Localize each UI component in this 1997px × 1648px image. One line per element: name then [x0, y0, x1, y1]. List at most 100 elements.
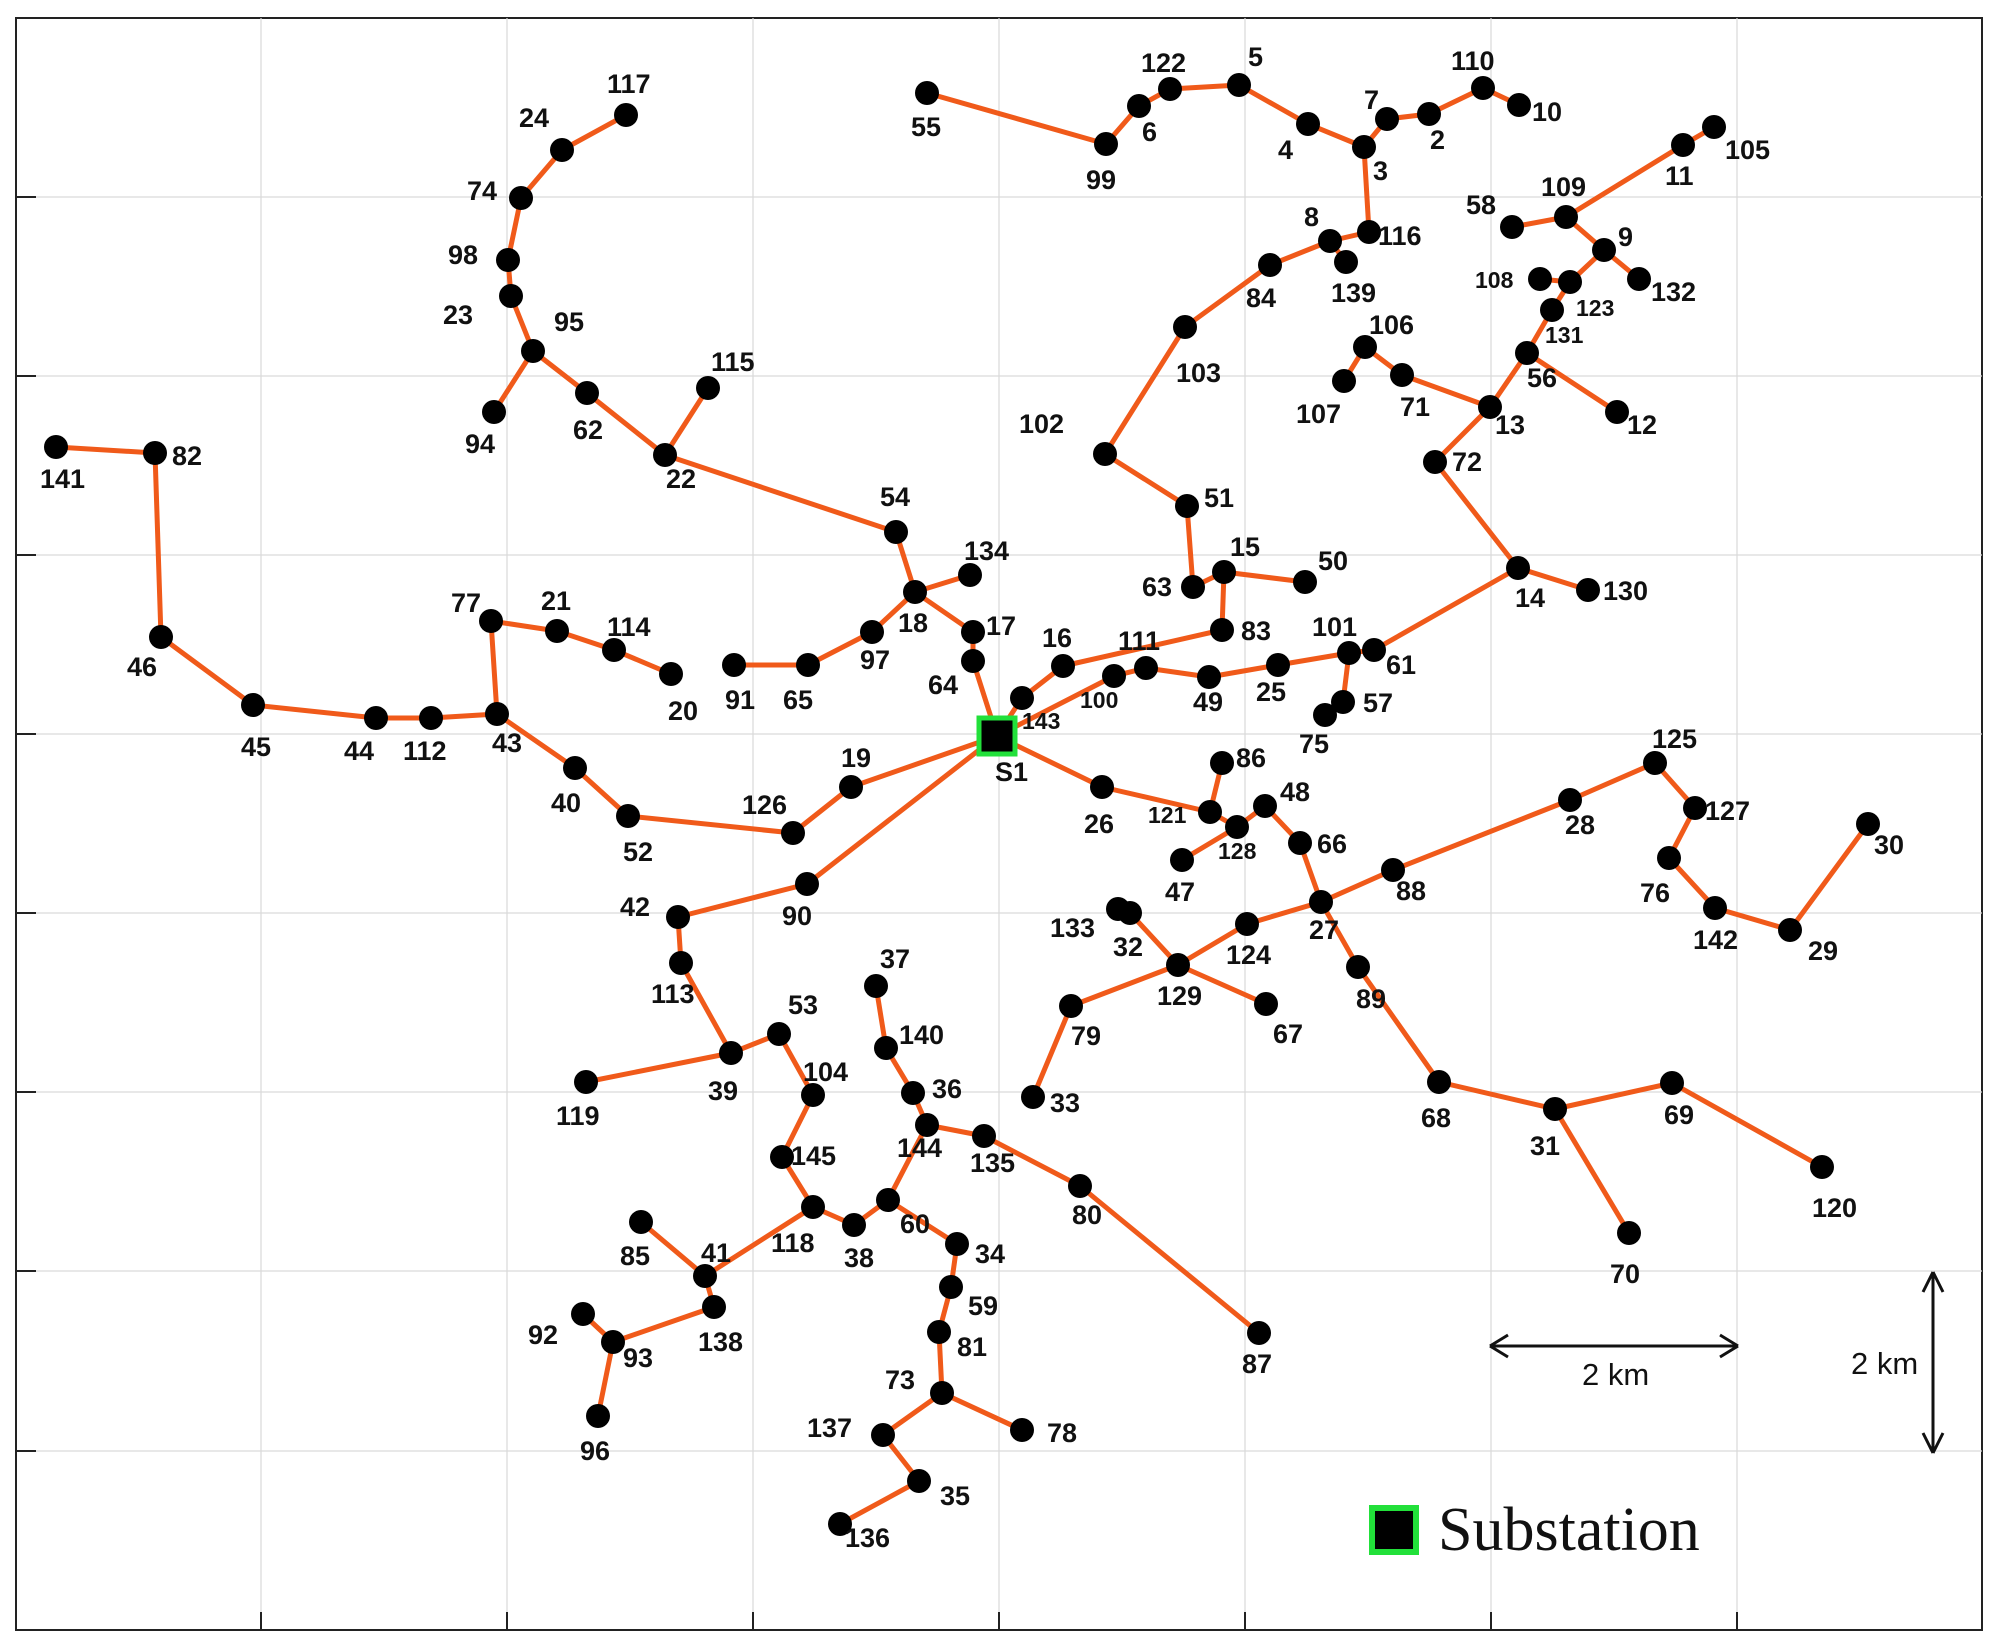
node-18[interactable] [903, 580, 927, 604]
node-36[interactable] [901, 1081, 925, 1105]
node-67[interactable] [1254, 992, 1278, 1016]
node-120[interactable] [1810, 1155, 1834, 1179]
node-127[interactable] [1683, 796, 1707, 820]
node-29[interactable] [1778, 918, 1802, 942]
node-81[interactable] [927, 1320, 951, 1344]
node-98[interactable] [496, 248, 520, 272]
node-51[interactable] [1175, 494, 1199, 518]
node-84[interactable] [1258, 253, 1282, 277]
node-102[interactable] [1093, 442, 1117, 466]
node-112[interactable] [419, 706, 443, 730]
node-4[interactable] [1296, 112, 1320, 136]
node-139[interactable] [1334, 250, 1358, 274]
node-46[interactable] [149, 625, 173, 649]
node-129[interactable] [1166, 953, 1190, 977]
node-22[interactable] [653, 443, 677, 467]
node-55[interactable] [915, 81, 939, 105]
node-80[interactable] [1068, 1174, 1092, 1198]
node-9[interactable] [1592, 238, 1616, 262]
node-35[interactable] [907, 1469, 931, 1493]
node-142[interactable] [1703, 896, 1727, 920]
node-13[interactable] [1478, 395, 1502, 419]
node-58[interactable] [1500, 215, 1524, 239]
node-5[interactable] [1227, 73, 1251, 97]
node-62[interactable] [575, 381, 599, 405]
node-91[interactable] [722, 653, 746, 677]
node-3[interactable] [1352, 135, 1376, 159]
node-104[interactable] [801, 1083, 825, 1107]
node-24[interactable] [550, 138, 574, 162]
node-96[interactable] [586, 1404, 610, 1428]
node-105[interactable] [1702, 115, 1726, 139]
node-10[interactable] [1507, 93, 1531, 117]
node-107[interactable] [1332, 369, 1356, 393]
node-72[interactable] [1423, 450, 1447, 474]
node-106[interactable] [1353, 335, 1377, 359]
node-119[interactable] [574, 1070, 598, 1094]
node-131[interactable] [1540, 298, 1564, 322]
node-6[interactable] [1127, 94, 1151, 118]
node-114[interactable] [602, 638, 626, 662]
node-53[interactable] [767, 1022, 791, 1046]
node-48[interactable] [1253, 794, 1277, 818]
node-7[interactable] [1375, 107, 1399, 131]
node-134[interactable] [958, 563, 982, 587]
node-71[interactable] [1390, 363, 1414, 387]
node-50[interactable] [1293, 570, 1317, 594]
substation-marker[interactable] [976, 715, 1018, 757]
node-90[interactable] [795, 872, 819, 896]
node-92[interactable] [571, 1302, 595, 1326]
node-130[interactable] [1576, 578, 1600, 602]
node-124[interactable] [1235, 912, 1259, 936]
node-100[interactable] [1102, 664, 1126, 688]
node-135[interactable] [972, 1124, 996, 1148]
node-21[interactable] [545, 619, 569, 643]
node-12[interactable] [1605, 400, 1629, 424]
node-56[interactable] [1515, 341, 1539, 365]
node-86[interactable] [1210, 751, 1234, 775]
node-42[interactable] [666, 905, 690, 929]
node-113[interactable] [669, 951, 693, 975]
node-95[interactable] [521, 339, 545, 363]
node-61[interactable] [1362, 638, 1386, 662]
node-33[interactable] [1021, 1085, 1045, 1109]
node-52[interactable] [616, 804, 640, 828]
node-38[interactable] [842, 1213, 866, 1237]
node-41[interactable] [693, 1264, 717, 1288]
node-44[interactable] [364, 706, 388, 730]
node-64[interactable] [961, 649, 985, 673]
node-83[interactable] [1210, 618, 1234, 642]
node-85[interactable] [629, 1210, 653, 1234]
node-99[interactable] [1094, 132, 1118, 156]
node-77[interactable] [479, 609, 503, 633]
node-49[interactable] [1197, 665, 1221, 689]
node-37[interactable] [864, 974, 888, 998]
node-132[interactable] [1627, 267, 1651, 291]
node-8[interactable] [1318, 229, 1342, 253]
node-68[interactable] [1427, 1070, 1451, 1094]
node-45[interactable] [241, 693, 265, 717]
node-110[interactable] [1471, 76, 1495, 100]
node-66[interactable] [1288, 831, 1312, 855]
node-28[interactable] [1558, 788, 1582, 812]
node-141[interactable] [44, 435, 68, 459]
node-43[interactable] [485, 702, 509, 726]
node-63[interactable] [1181, 575, 1205, 599]
node-94[interactable] [482, 400, 506, 424]
node-128[interactable] [1225, 815, 1249, 839]
node-26[interactable] [1090, 775, 1114, 799]
node-25[interactable] [1266, 653, 1290, 677]
node-15[interactable] [1212, 560, 1236, 584]
node-69[interactable] [1660, 1071, 1684, 1095]
node-16[interactable] [1051, 654, 1075, 678]
node-73[interactable] [930, 1381, 954, 1405]
node-97[interactable] [860, 620, 884, 644]
node-89[interactable] [1346, 955, 1370, 979]
node-108[interactable] [1528, 267, 1552, 291]
node-103[interactable] [1173, 315, 1197, 339]
node-88[interactable] [1381, 858, 1405, 882]
node-17[interactable] [961, 620, 985, 644]
node-101[interactable] [1337, 641, 1361, 665]
node-78[interactable] [1010, 1418, 1034, 1442]
node-123[interactable] [1558, 270, 1582, 294]
